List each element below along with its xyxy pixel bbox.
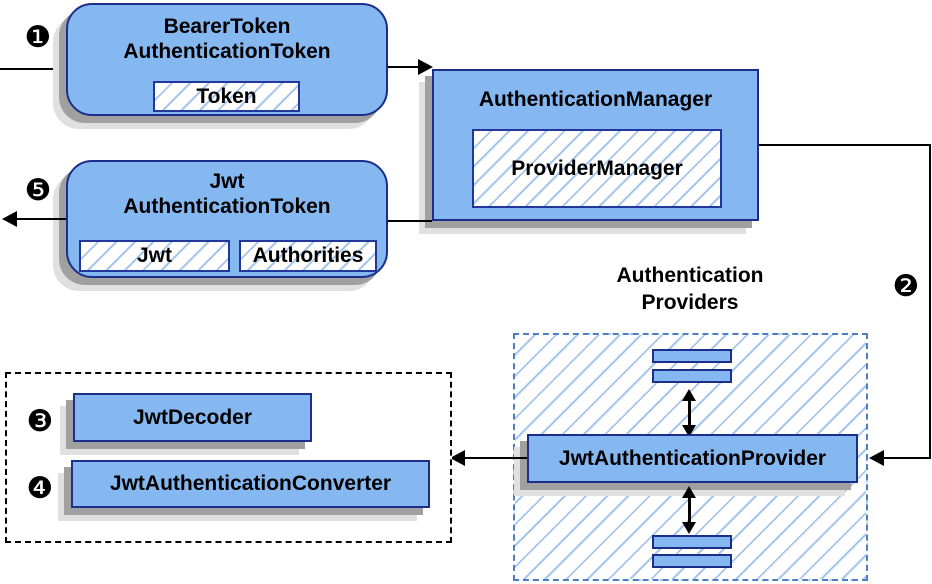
jwt-decoder-node: JwtDecoder bbox=[73, 393, 312, 442]
connector-step1-in bbox=[0, 68, 62, 70]
bearer-token-title-line2: AuthenticationToken bbox=[123, 40, 331, 63]
jwt-inner-box: Jwt bbox=[79, 240, 230, 272]
step-marker-5: ❺ bbox=[24, 174, 52, 207]
double-arrow-top-shaft bbox=[688, 399, 691, 427]
connector-step5-out bbox=[16, 218, 66, 220]
provider-slot-bar bbox=[652, 369, 732, 383]
jwt-token-title-line1: Jwt bbox=[209, 170, 245, 193]
jwt-token-node-title: Jwt AuthenticationToken bbox=[68, 162, 386, 219]
bearer-token-node-title: BearerToken AuthenticationToken bbox=[68, 5, 386, 64]
provider-slot-bar bbox=[652, 535, 732, 549]
connector-bearer-to-manager bbox=[388, 66, 420, 68]
jwt-authentication-provider-node: JwtAuthenticationProvider bbox=[527, 434, 858, 483]
step-marker-4: ❹ bbox=[26, 472, 54, 505]
double-arrow-top-up-icon bbox=[682, 389, 696, 401]
connector-provider-to-decoder-group bbox=[465, 457, 527, 459]
authentication-providers-label: Authentication Providers bbox=[555, 262, 825, 316]
jwt-authentication-converter-node: JwtAuthenticationConverter bbox=[71, 460, 430, 508]
jwt-token-title-line2: AuthenticationToken bbox=[123, 195, 331, 218]
double-arrow-bottom-down-icon bbox=[682, 522, 696, 534]
provider-slot-bar bbox=[652, 554, 732, 568]
arrowhead-into-provider-icon bbox=[869, 450, 884, 466]
token-inner-box: Token bbox=[153, 81, 300, 112]
connector-step2-horizontal-bottom bbox=[884, 457, 931, 459]
step-marker-2: ❷ bbox=[892, 270, 920, 303]
bearer-token-title-line1: BearerToken bbox=[163, 15, 291, 38]
double-arrow-bottom-shaft bbox=[688, 496, 691, 524]
authorities-inner-box: Authorities bbox=[239, 240, 377, 272]
connector-manager-to-jwt-token bbox=[388, 220, 432, 222]
step-marker-1: ❶ bbox=[24, 21, 52, 54]
authentication-manager-title: AuthenticationManager bbox=[478, 88, 713, 111]
step-marker-3: ❸ bbox=[26, 405, 54, 438]
arrowhead-into-decoder-group-icon bbox=[450, 450, 465, 466]
double-arrow-bottom-up-icon bbox=[682, 486, 696, 498]
bearer-token-authentication-token-node: BearerToken AuthenticationToken Token bbox=[66, 3, 388, 116]
providers-label-line1: Authentication bbox=[616, 264, 764, 287]
provider-manager-inner-box: ProviderManager bbox=[472, 129, 722, 208]
providers-label-line2: Providers bbox=[641, 291, 739, 314]
jwt-authentication-token-node: Jwt AuthenticationToken Jwt Authorities bbox=[66, 160, 388, 278]
arrowhead-step5-out-icon bbox=[2, 211, 17, 227]
authentication-manager-node: AuthenticationManager ProviderManager bbox=[432, 69, 759, 221]
provider-slot-bar bbox=[652, 349, 732, 363]
connector-step2-horizontal-top bbox=[759, 144, 931, 146]
arrowhead-into-manager-icon bbox=[418, 59, 433, 75]
connector-step2-vertical bbox=[929, 144, 931, 458]
